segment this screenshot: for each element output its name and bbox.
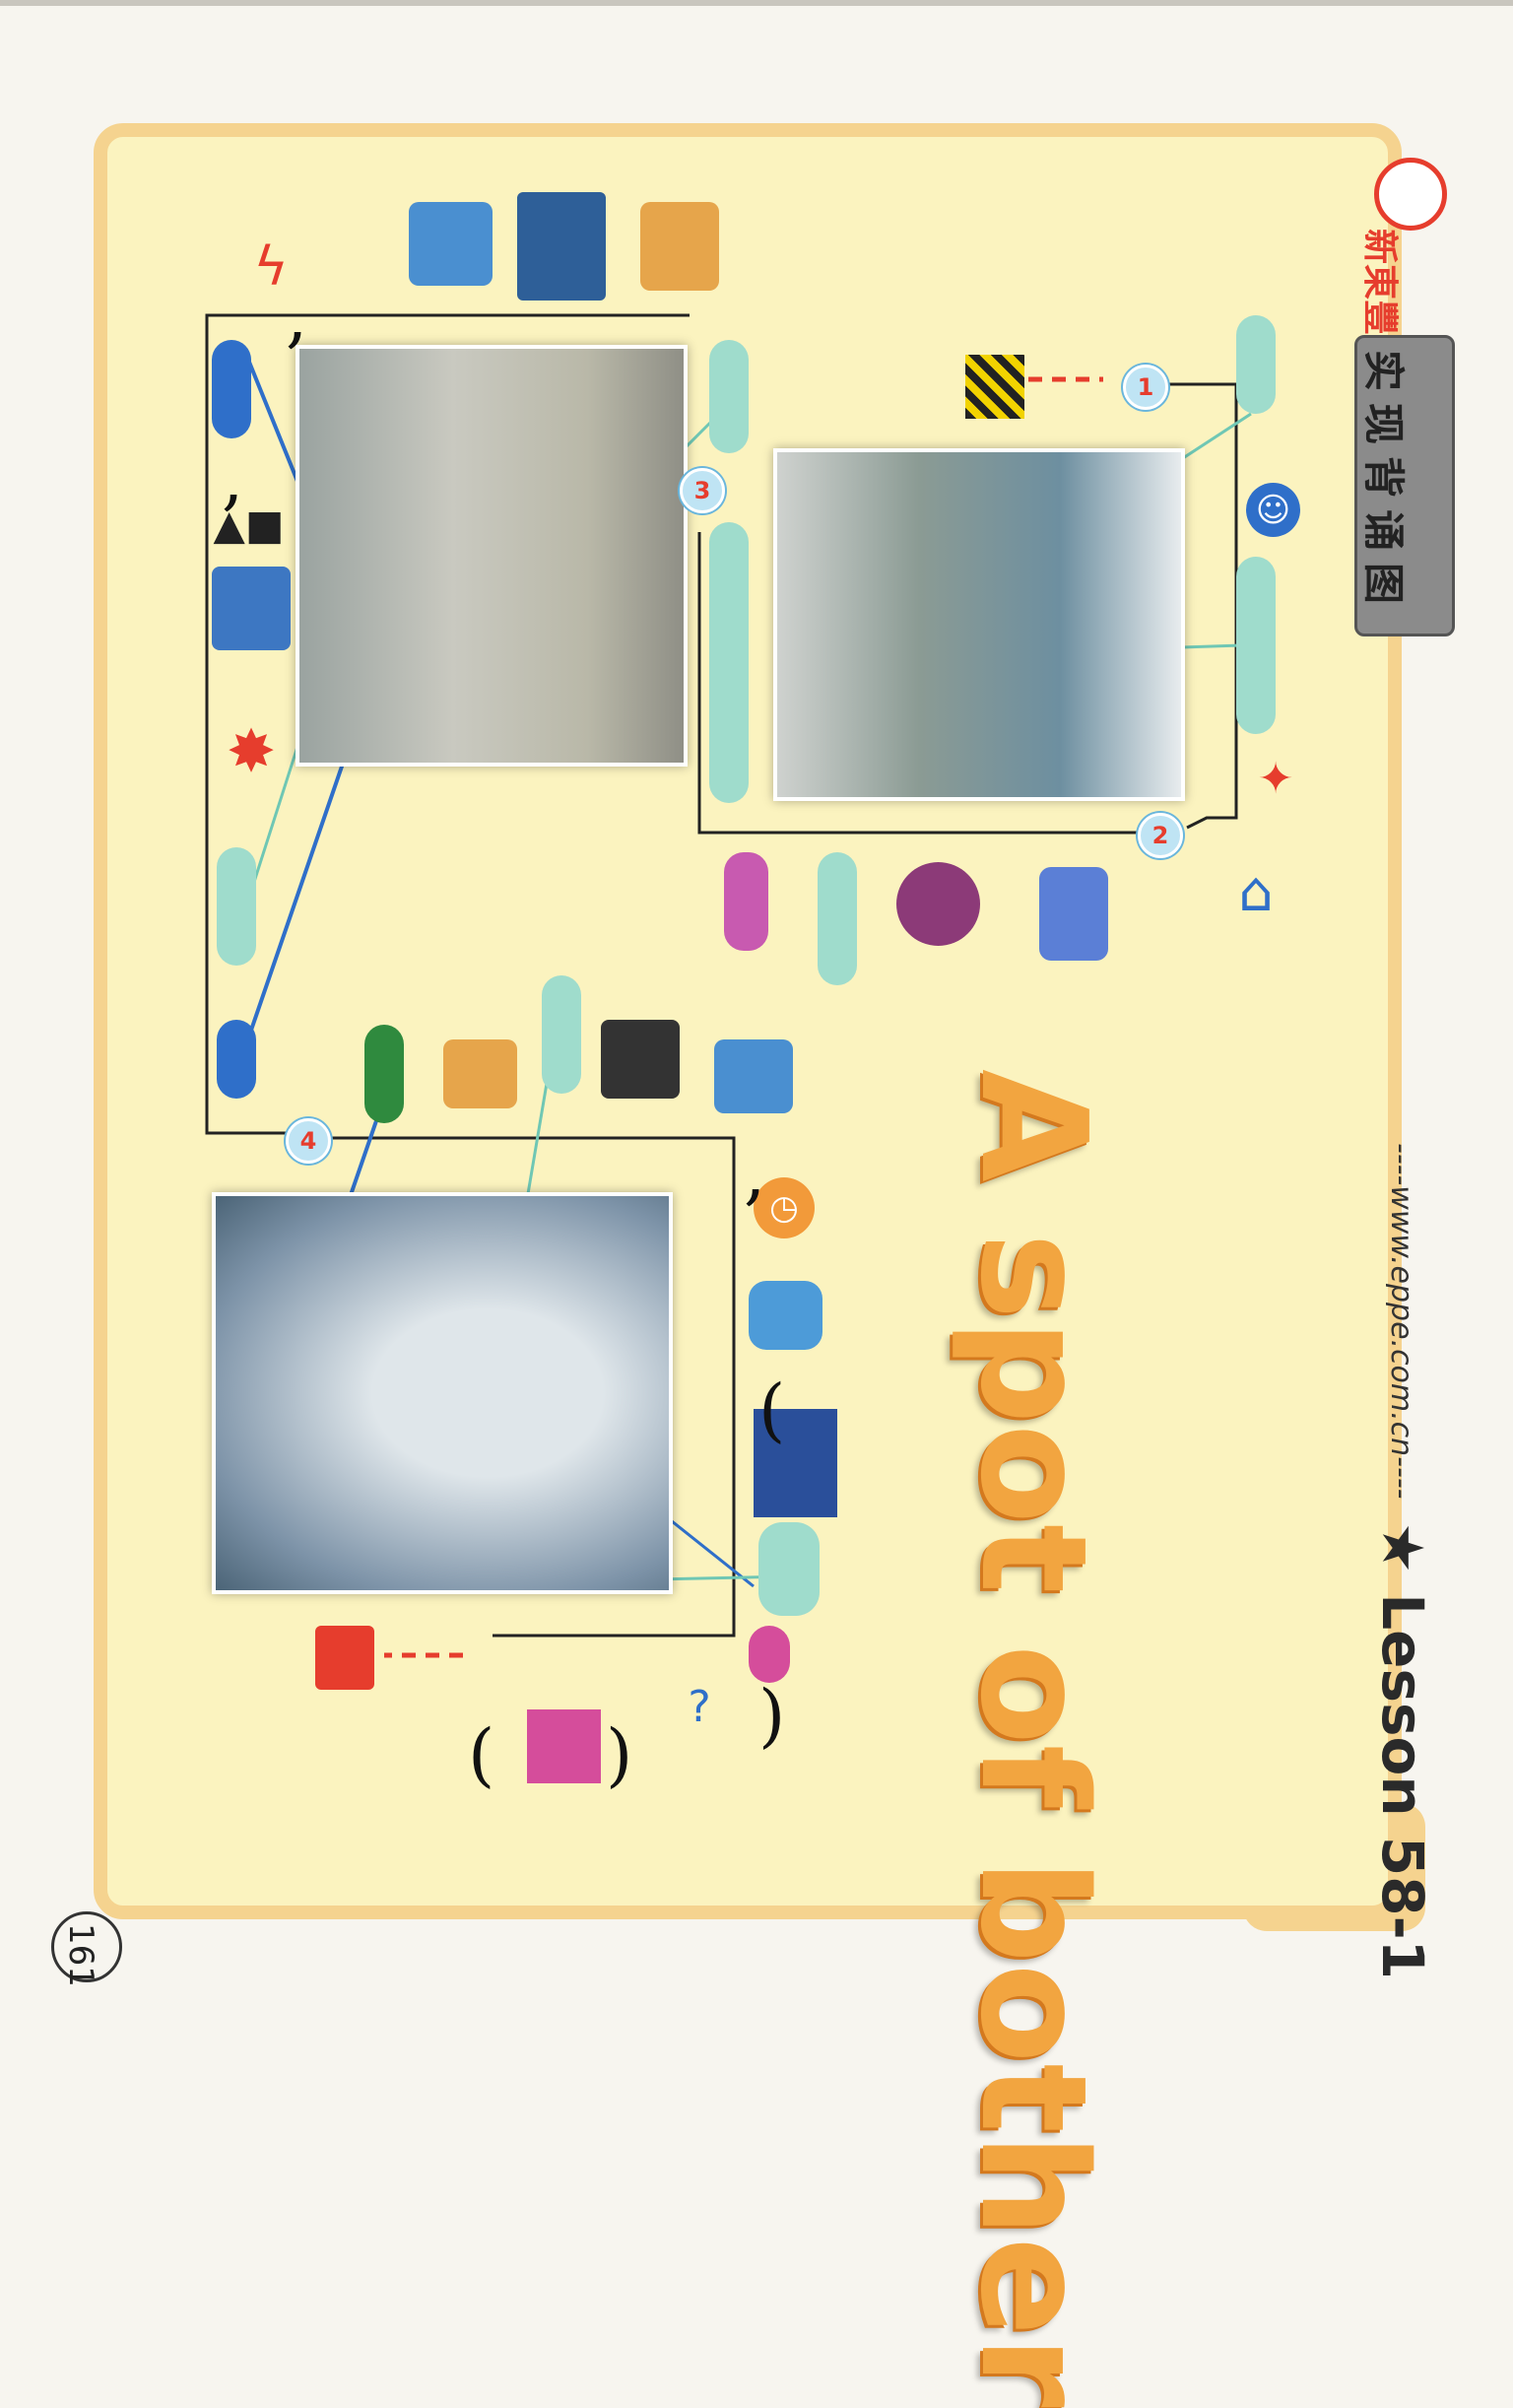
page-top-edge xyxy=(0,0,1513,6)
punctuation: ) xyxy=(606,1714,633,1795)
house-icon: ⌂ xyxy=(1238,859,1274,924)
question-arrows-icon: ✦ xyxy=(1257,753,1294,804)
answer-slot[interactable] xyxy=(364,1025,404,1123)
book-icon xyxy=(315,1626,374,1690)
page-number-circle xyxy=(51,1911,122,1982)
subtitle-box xyxy=(1354,335,1455,636)
answer-slot[interactable] xyxy=(1236,557,1276,734)
answer-slot[interactable] xyxy=(709,522,749,803)
lightning-icon: ϟ xyxy=(253,234,289,298)
answer-slot[interactable] xyxy=(212,340,251,438)
pedestrian-barrier-icon xyxy=(965,355,1024,419)
answer-slot[interactable] xyxy=(217,1020,256,1099)
photo-women-hallway xyxy=(212,1192,673,1594)
man-at-desk-icon xyxy=(601,1020,680,1099)
page-number: 161 xyxy=(61,1923,100,1987)
answer-slot[interactable] xyxy=(217,847,256,966)
step-badge: 4 xyxy=(286,1118,331,1164)
woman-walking-icon xyxy=(754,1409,837,1517)
photo-woman-street xyxy=(773,448,1185,801)
clock-icon: ◷ xyxy=(754,1177,815,1238)
spray-icon xyxy=(409,202,493,286)
people-group-icon xyxy=(517,192,606,301)
question-talk-icon: ? xyxy=(688,1682,711,1732)
answer-slot[interactable] xyxy=(818,852,857,985)
shopping-items-icon: ▲■ xyxy=(213,501,285,549)
explosion-icon: ✸ xyxy=(226,716,277,786)
policeman-icon xyxy=(212,567,291,650)
punctuation: ( xyxy=(758,1370,786,1450)
walking-woman-icon xyxy=(1039,867,1108,961)
worried-man-icon xyxy=(443,1039,517,1108)
smile-icon: ☺ xyxy=(1246,483,1300,537)
punctuation: ( xyxy=(468,1714,495,1795)
workers-icon xyxy=(640,202,719,291)
answer-slot[interactable] xyxy=(749,1626,790,1683)
punctuation: , xyxy=(222,438,244,519)
answer-slot[interactable] xyxy=(709,340,749,453)
dress-icon xyxy=(896,862,980,946)
step-badge: 3 xyxy=(680,468,725,513)
punctuation: ) xyxy=(758,1675,786,1756)
running-man-icon xyxy=(714,1039,793,1113)
shoes-icon xyxy=(527,1709,601,1783)
answer-slot[interactable] xyxy=(758,1522,820,1616)
answer-slot[interactable] xyxy=(542,975,581,1094)
punctuation: , xyxy=(744,1133,766,1214)
answer-slot[interactable] xyxy=(1236,315,1276,414)
thinking-man-icon xyxy=(749,1281,822,1350)
bags-icon xyxy=(724,852,768,951)
punctuation: , xyxy=(286,276,308,357)
photo-woman-door xyxy=(296,345,688,767)
step-badge: 1 xyxy=(1123,365,1168,410)
logo-emblem-icon xyxy=(1374,158,1447,231)
step-badge: 2 xyxy=(1138,813,1183,858)
